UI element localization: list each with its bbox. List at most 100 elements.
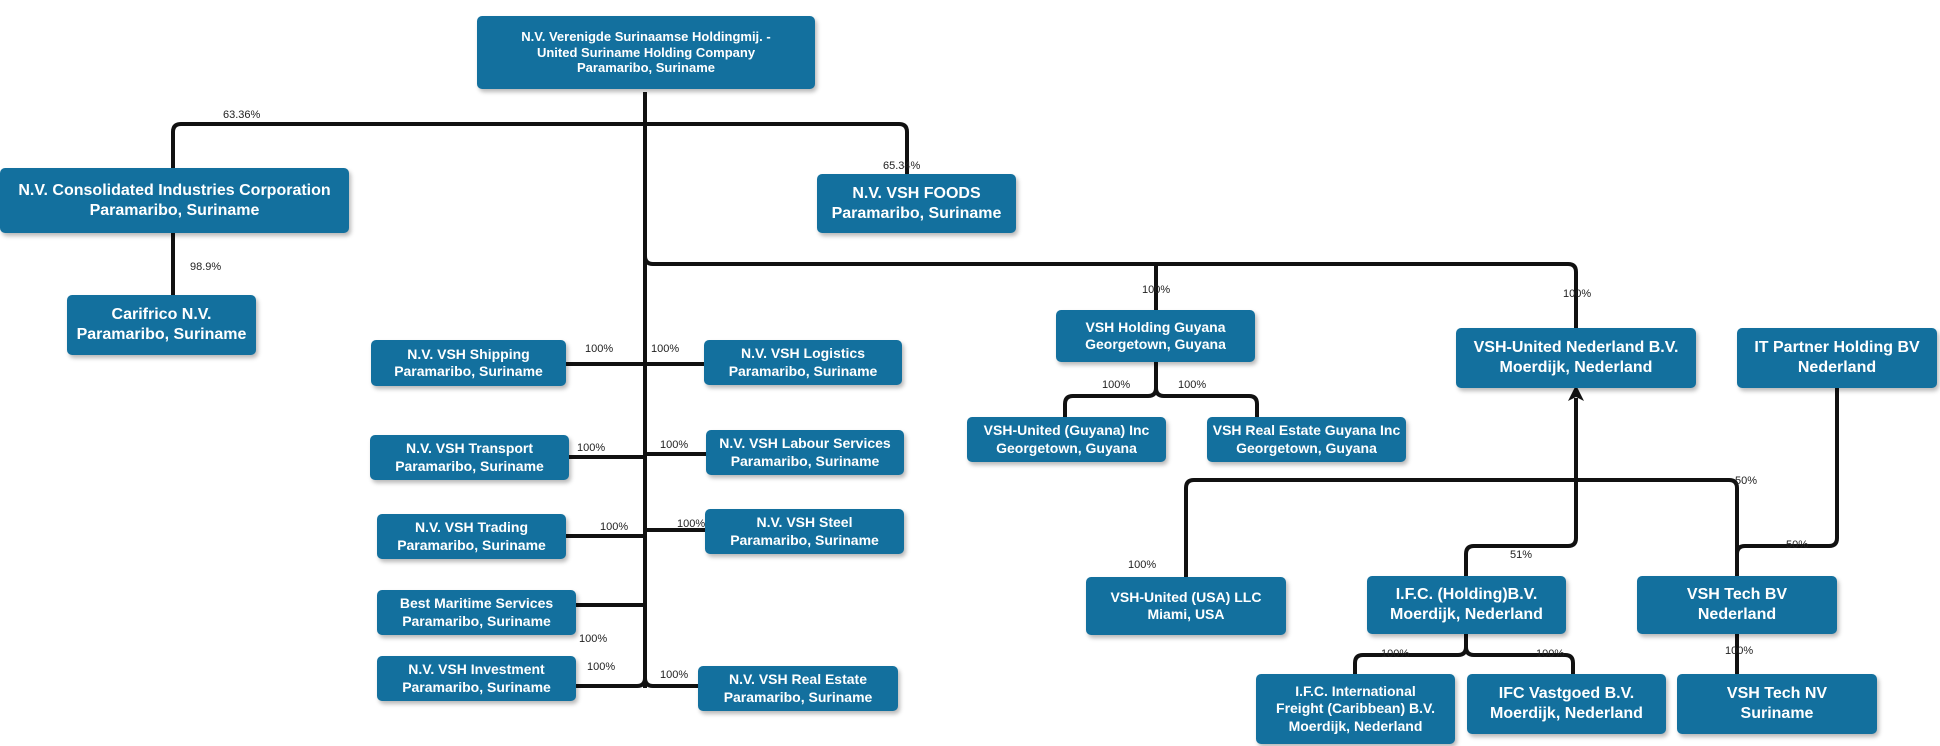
node-nederland-name: VSH-United Nederland B.V.	[1473, 339, 1679, 357]
node-nederland: VSH-United Nederland B.V. Moerdijk, Nede…	[1456, 328, 1696, 388]
node-trading-location: Paramaribo, Suriname	[397, 536, 546, 553]
pct-shipping: 100%	[585, 343, 614, 355]
node-trading: N.V. VSH Trading Paramaribo, Suriname	[377, 514, 566, 559]
node-transport-location: Paramaribo, Suriname	[395, 457, 544, 474]
node-maritime-location: Paramaribo, Suriname	[402, 612, 551, 629]
node-ifc-holding-location: Moerdijk, Nederland	[1390, 606, 1543, 623]
pct-tech-bv-it: 50%	[1786, 539, 1809, 551]
edge-ifc-holding	[1464, 480, 1578, 576]
pct-ifc-vast: 100%	[1536, 648, 1565, 660]
node-consolidated-location: Paramaribo, Suriname	[89, 201, 260, 219]
node-vsh-name-2: United Suriname Holding Company	[536, 44, 756, 60]
node-carifrico-location: Paramaribo, Suriname	[76, 326, 247, 343]
node-steel: N.V. VSH Steel Paramaribo, Suriname	[705, 509, 904, 554]
node-united-guyana-location: Georgetown, Guyana	[996, 439, 1137, 456]
edge-vsh-consolidated	[171, 92, 647, 168]
edge-usa	[1184, 478, 1576, 577]
pct-tech-bv-nl: 50%	[1735, 475, 1758, 487]
node-united-guyana: VSH-United (Guyana) Inc Georgetown, Guya…	[967, 417, 1166, 462]
pct-nederland: 100%	[1563, 288, 1592, 300]
node-labour-name: N.V. VSH Labour Services	[719, 435, 891, 452]
node-labour: N.V. VSH Labour Services Paramaribo, Sur…	[706, 430, 904, 475]
node-foods-name: N.V. VSH FOODS	[852, 184, 981, 202]
node-guyana-location: Georgetown, Guyana	[1085, 336, 1226, 352]
node-consolidated: N.V. Consolidated Industries Corporation…	[0, 168, 349, 233]
node-realestate-location: Paramaribo, Suriname	[723, 688, 873, 705]
node-carifrico-name: Carifrico N.V.	[111, 306, 212, 324]
node-carifrico: Carifrico N.V. Paramaribo, Suriname	[67, 295, 256, 355]
node-vsh: N.V. Verenigde Surinaamse Holdingmij. - …	[477, 16, 815, 89]
node-vsh-location: Paramaribo, Suriname	[577, 60, 715, 76]
pct-investment: 100%	[587, 661, 616, 673]
node-tech-bv: VSH Tech BV Nederland	[1637, 576, 1837, 634]
pct-usa: 100%	[1128, 559, 1157, 571]
pct-foods: 65.34%	[883, 160, 921, 172]
node-consolidated-name: N.V. Consolidated Industries Corporation	[18, 181, 331, 199]
edge-tech-nl	[1576, 478, 1739, 576]
node-transport: N.V. VSH Transport Paramaribo, Suriname	[370, 435, 569, 480]
node-usa-name: VSH-United (USA) LLC	[1110, 588, 1262, 605]
node-usa: VSH-United (USA) LLC Miami, USA	[1086, 577, 1286, 635]
edge-tech-it	[1735, 388, 1839, 555]
node-ifc-vast-name: IFC Vastgoed B.V.	[1498, 685, 1635, 703]
node-tech-bv-location: Nederland	[1697, 606, 1777, 623]
node-ifc-vast: IFC Vastgoed B.V. Moerdijk, Nederland	[1467, 674, 1666, 734]
node-investment-location: Paramaribo, Suriname	[402, 678, 551, 695]
edge-ifc-vast	[1464, 646, 1575, 674]
node-trading-name: N.V. VSH Trading	[414, 519, 529, 536]
node-tech-bv-name: VSH Tech BV	[1686, 586, 1788, 604]
node-ifc-vast-location: Moerdijk, Nederland	[1490, 705, 1643, 722]
node-foods: N.V. VSH FOODS Paramaribo, Suriname	[817, 174, 1016, 233]
node-ifc-intl-name-2: Freight (Caribbean) B.V.	[1276, 700, 1435, 717]
edge-realestate	[643, 677, 698, 688]
pct-guyana: 100%	[1142, 284, 1171, 296]
arrowhead-icon	[1568, 385, 1584, 401]
pct-transport: 100%	[577, 442, 606, 454]
pct-united-guyana: 100%	[1102, 379, 1131, 391]
edge-ifc-intl	[1353, 634, 1468, 674]
pct-consolidated: 63.36%	[223, 109, 261, 121]
node-shipping-location: Paramaribo, Suriname	[394, 363, 543, 379]
pct-ifc-intl: 100%	[1381, 648, 1410, 660]
node-ifc-intl-name: I.F.C. International	[1295, 683, 1416, 700]
node-realestate: N.V. VSH Real Estate Paramaribo, Surinam…	[698, 666, 898, 711]
edge-vsh-foods	[645, 122, 909, 174]
node-vsh-name: N.V. Verenigde Surinaamse Holdingmij. -	[521, 28, 771, 44]
node-nederland-location: Moerdijk, Nederland	[1499, 359, 1653, 376]
edge-vsh-nederland	[643, 124, 1578, 328]
node-logistics-location: Paramaribo, Suriname	[728, 362, 878, 379]
node-transport-name: N.V. VSH Transport	[405, 440, 534, 457]
edge-guyana-realestate	[1154, 387, 1259, 417]
node-steel-name: N.V. VSH Steel	[756, 514, 853, 531]
node-logistics-name: N.V. VSH Logistics	[741, 345, 865, 362]
node-ifc-holding: I.F.C. (Holding)B.V. Moerdijk, Nederland	[1367, 576, 1566, 634]
pct-logistics: 100%	[651, 343, 680, 355]
node-re-guyana-name: VSH Real Estate Guyana Inc	[1212, 422, 1401, 439]
node-shipping-name: N.V. VSH Shipping	[407, 345, 530, 362]
node-guyana: VSH Holding Guyana Georgetown, Guyana	[1056, 310, 1255, 362]
node-tech-nv: VSH Tech NV Suriname	[1677, 674, 1877, 734]
node-foods-location: Paramaribo, Suriname	[831, 204, 1002, 222]
node-ifc-intl: I.F.C. International Freight (Caribbean)…	[1256, 674, 1455, 744]
node-investment-name: N.V. VSH Investment	[408, 661, 545, 678]
node-realestate-name: N.V. VSH Real Estate	[729, 671, 867, 688]
node-itpartner: IT Partner Holding BV Nederland	[1737, 328, 1937, 388]
node-labour-location: Paramaribo, Suriname	[730, 452, 880, 469]
node-tech-nv-name: VSH Tech NV	[1726, 685, 1828, 703]
node-re-guyana-location: Georgetown, Guyana	[1236, 439, 1377, 456]
pct-trading: 100%	[600, 521, 629, 533]
node-itpartner-location: Nederland	[1797, 359, 1877, 376]
node-investment: N.V. VSH Investment Paramaribo, Suriname	[377, 656, 576, 701]
node-re-guyana: VSH Real Estate Guyana Inc Georgetown, G…	[1207, 417, 1406, 462]
node-guyana-name: VSH Holding Guyana	[1085, 318, 1226, 335]
pct-steel: 100%	[677, 518, 706, 530]
node-ifc-holding-name: I.F.C. (Holding)B.V.	[1395, 586, 1538, 604]
node-united-guyana-name: VSH-United (Guyana) Inc	[983, 422, 1150, 439]
pct-re-guyana: 100%	[1178, 379, 1207, 391]
node-steel-location: Paramaribo, Suriname	[730, 531, 879, 548]
edge-investment	[576, 677, 647, 688]
node-maritime-name: Best Maritime Services	[399, 595, 554, 612]
pct-tech-nv: 100%	[1725, 645, 1754, 657]
node-itpartner-name: IT Partner Holding BV	[1754, 339, 1920, 357]
